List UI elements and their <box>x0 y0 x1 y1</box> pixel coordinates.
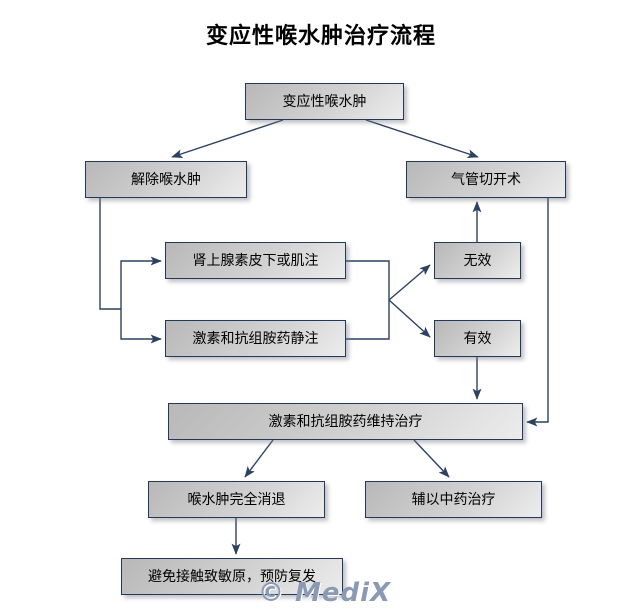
edge-root-to-tracheotomy <box>365 119 479 159</box>
node-label: 有效 <box>463 330 492 347</box>
page-title: 变应性喉水肿治疗流程 <box>205 24 436 49</box>
node-maintenance-therapy[interactable]: 激素和抗组胺药维持治疗 <box>168 403 523 440</box>
node-adrenaline-injection[interactable]: 肾上腺素皮下或肌注 <box>165 242 346 279</box>
node-label: 气管切开术 <box>451 171 521 188</box>
node-avoid-allergen[interactable]: 避免接触致敏原，预防复发 <box>121 558 343 595</box>
node-tracheotomy[interactable]: 气管切开术 <box>406 161 566 198</box>
node-label: 辅以中药治疗 <box>411 491 496 508</box>
node-label: 变应性喉水肿 <box>282 93 367 110</box>
node-effective[interactable]: 有效 <box>434 320 521 357</box>
node-label: 无效 <box>463 252 492 269</box>
node-label: 激素和抗组胺药静注 <box>192 330 319 347</box>
node-label: 肾上腺素皮下或肌注 <box>192 252 319 269</box>
node-edema-fully-resolved[interactable]: 喉水肿完全消退 <box>148 481 325 518</box>
edge-maintain-to-tcm <box>413 439 450 478</box>
edge-treatment-merge-bus <box>346 260 390 340</box>
watermark: © MediX <box>258 578 392 608</box>
node-label: 激素和抗组胺药维持治疗 <box>268 413 423 430</box>
edge-merge-to-effective <box>388 299 431 338</box>
node-label: 喉水肿完全消退 <box>187 491 286 508</box>
node-root[interactable]: 变应性喉水肿 <box>245 83 404 120</box>
node-ineffective[interactable]: 无效 <box>434 242 521 279</box>
edge-relieve-to-steroid-iv <box>120 309 162 344</box>
edge-tracheotomy-to-maintain <box>526 198 549 427</box>
node-label: 避免接触致敏原，预防复发 <box>148 568 316 585</box>
node-steroid-antihistamine-iv[interactable]: 激素和抗组胺药静注 <box>165 320 346 357</box>
node-tcm-adjuvant-therapy[interactable]: 辅以中药治疗 <box>365 481 542 518</box>
edge-relieve-bus <box>99 198 121 310</box>
node-relieve-laryngeal-edema[interactable]: 解除喉水肿 <box>85 161 247 198</box>
edge-root-to-relieve <box>171 119 284 158</box>
node-label: 解除喉水肿 <box>131 171 201 188</box>
edge-merge-to-ineffective <box>388 264 431 301</box>
edge-maintain-to-resolved <box>244 439 274 478</box>
edge-relieve-to-adrenaline <box>120 256 162 309</box>
